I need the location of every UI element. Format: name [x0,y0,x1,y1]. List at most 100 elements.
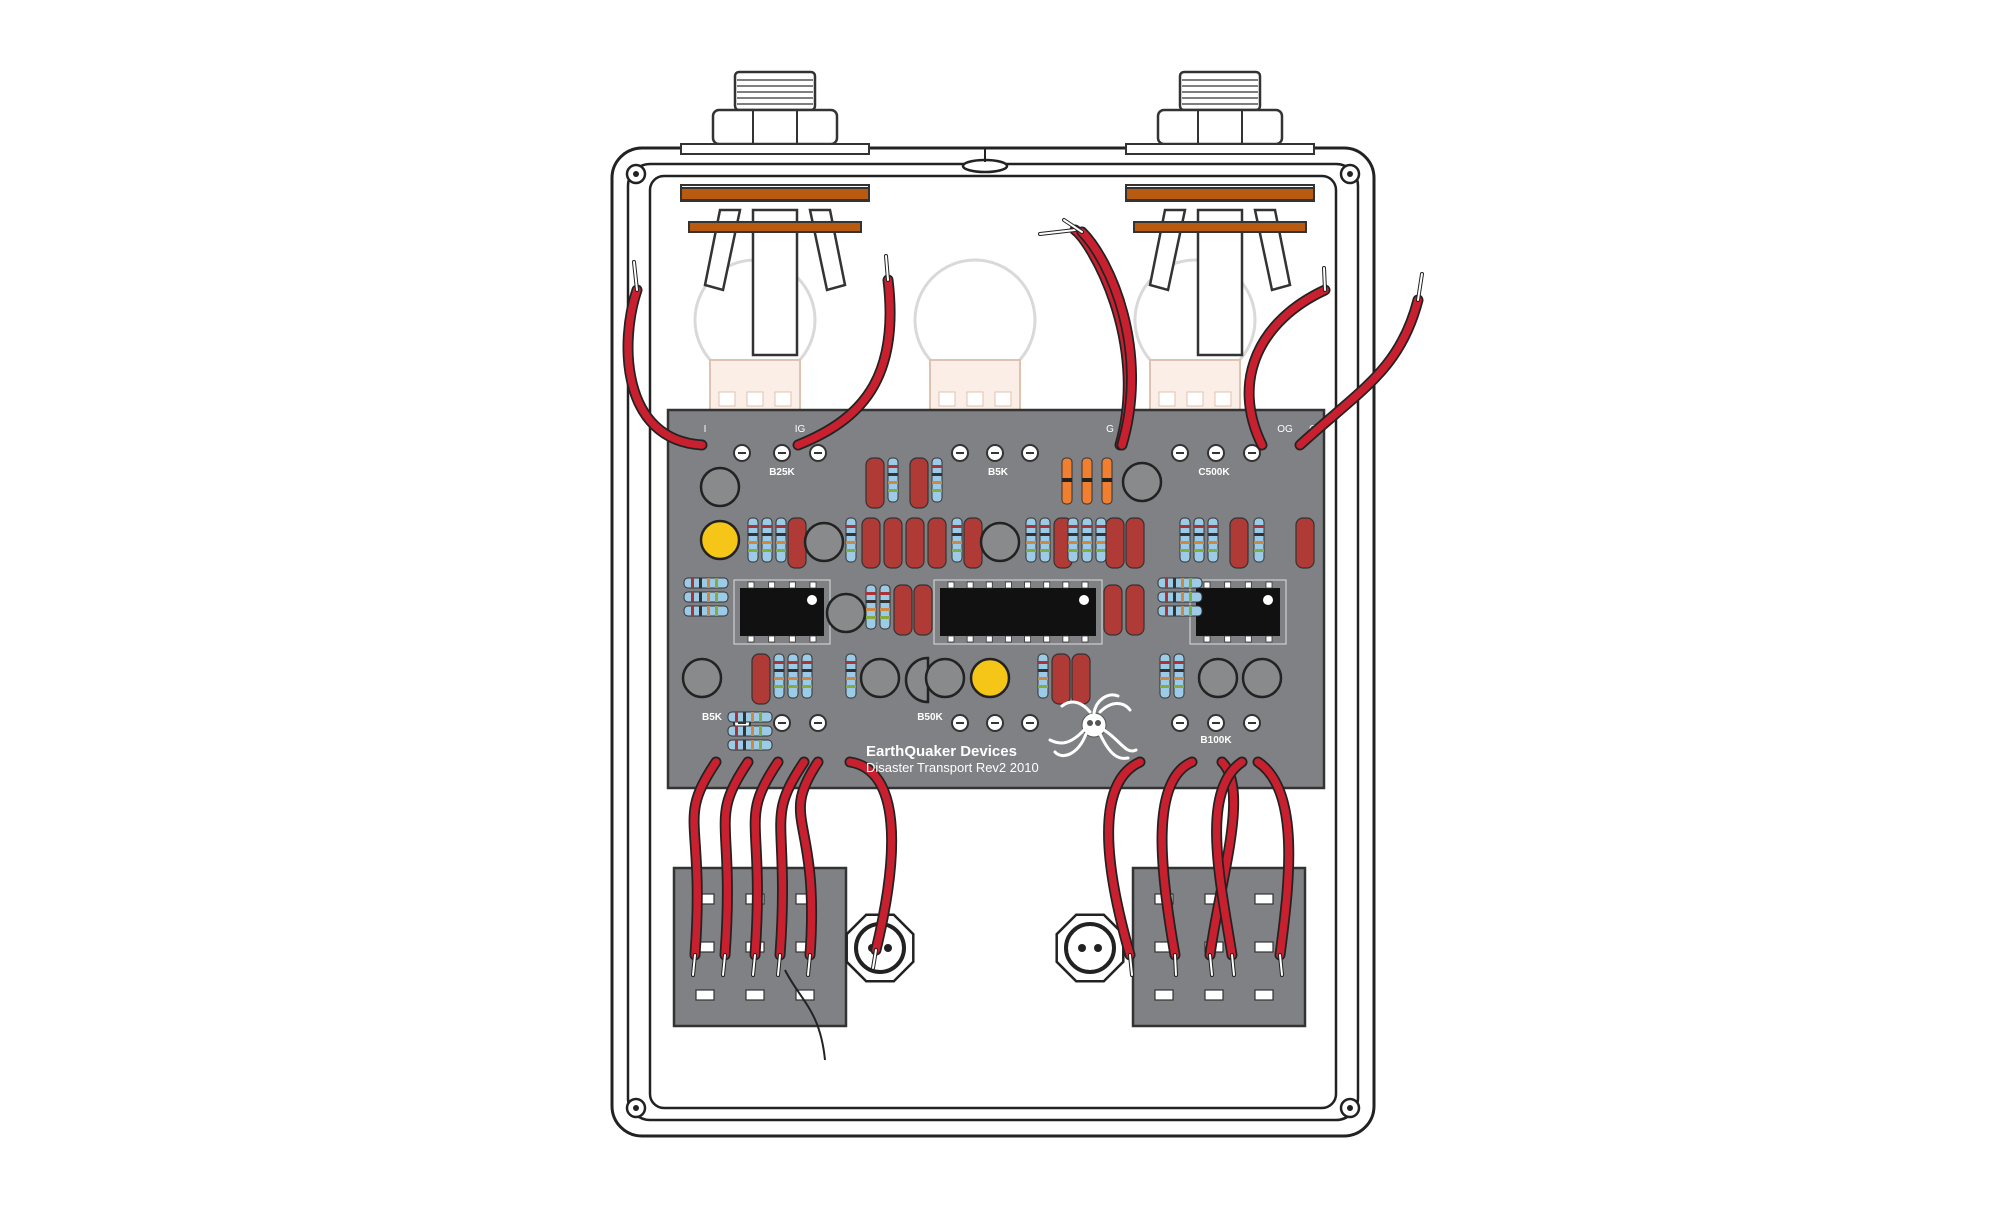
resistor-band [1181,578,1184,588]
diode-band [1102,478,1112,482]
resistor-band [751,712,754,722]
logo-tentacle [1053,732,1088,758]
resistor-band [888,465,898,468]
wire-tip [1063,219,1083,233]
resistor [761,517,773,563]
ic-pin [747,635,755,643]
resistor-band [1082,533,1092,536]
resistor [775,517,787,563]
ic-pin [1043,581,1051,589]
resistor-body [845,517,857,563]
resistor [1157,591,1203,603]
resistor-body [683,605,729,617]
wire [1103,756,1146,977]
wire-insulation [690,758,720,959]
switch-lug [695,989,715,1001]
film-capacitor [1125,584,1145,636]
wire-insulation [721,758,752,959]
resistor-band [776,549,786,552]
resistor-band [1174,677,1184,680]
resistor-body [1193,517,1205,563]
resistor-band [1165,606,1168,616]
resistor-band [1096,533,1106,536]
film-capacitor [1125,517,1145,569]
resistor-band [1040,525,1050,528]
wire-tip [872,949,877,969]
resistor-band [699,592,702,602]
resistor-band [1165,578,1168,588]
resistor-band [866,592,876,595]
wire-insulation [1158,758,1196,959]
resistor [801,653,813,699]
wire-insulation [751,758,782,959]
transistor [681,657,723,699]
ic-pin [1062,581,1070,589]
solder-pad-mark [956,452,964,454]
resistor-band [880,600,890,603]
pot-lug [746,391,764,407]
pad-label: G [1106,424,1114,435]
resistor-band [715,578,718,588]
film-capacitor [893,584,913,636]
resistor-band [788,661,798,664]
logo-tentacle [1098,702,1132,714]
solder-pad-mark [956,722,964,724]
resistor-band [802,669,812,672]
solder-pad-mark [1176,722,1184,724]
resistor-band [952,541,962,544]
resistor-band [1082,549,1092,552]
jack-washer-orange [688,221,862,233]
resistor-body [773,653,785,699]
wire-insulation [1078,228,1136,449]
resistor-band [788,669,798,672]
wire-insulation [1212,758,1246,959]
resistor-band [751,740,754,750]
solder-pad-mark [778,452,786,454]
ic-pin [809,635,817,643]
resistor-band [1026,525,1036,528]
resistor-band [802,677,812,680]
ic-notch [1263,595,1273,605]
resistor-band [1194,541,1204,544]
resistor-band [1174,661,1184,664]
pot-label: B50K [917,712,943,723]
ic-pin [1062,635,1070,643]
film-capacitor [1051,653,1071,705]
logo-tentacle [1092,693,1120,715]
jack-nut [1156,108,1284,146]
solder-pad-mark [738,722,746,724]
resistor-body [1067,517,1079,563]
pad-label: I [704,424,707,435]
resistor [683,577,729,589]
resistor-band [776,541,786,544]
wire [1243,266,1331,451]
resistor-band [1026,541,1036,544]
resistor [1025,517,1037,563]
electrolytic-capacitor [969,657,1011,699]
wire [794,756,824,977]
logo-tentacle [1060,700,1092,714]
resistor-band [1038,669,1048,672]
resistor-band [735,712,738,722]
film-capacitor [1105,517,1125,569]
resistor-band [1194,549,1204,552]
resistor-band [846,525,856,528]
ic-pin [947,581,955,589]
resistor-band [846,677,856,680]
ic-pin [1024,635,1031,643]
resistor [683,591,729,603]
resistor-body [727,725,773,737]
resistor-body [801,653,813,699]
wire-tip [1129,954,1133,976]
resistor-band [774,661,784,664]
resistor-band [1208,525,1218,528]
led-leg [1078,944,1086,952]
solder-pad-mark [1026,722,1034,724]
resistor-band [1174,685,1184,688]
ic-chip [733,579,831,645]
resistor [879,584,891,630]
resistor-band [1038,661,1048,664]
resistor-band [1096,525,1106,528]
switch-lug [1254,989,1274,1001]
resistor-band [776,533,786,536]
